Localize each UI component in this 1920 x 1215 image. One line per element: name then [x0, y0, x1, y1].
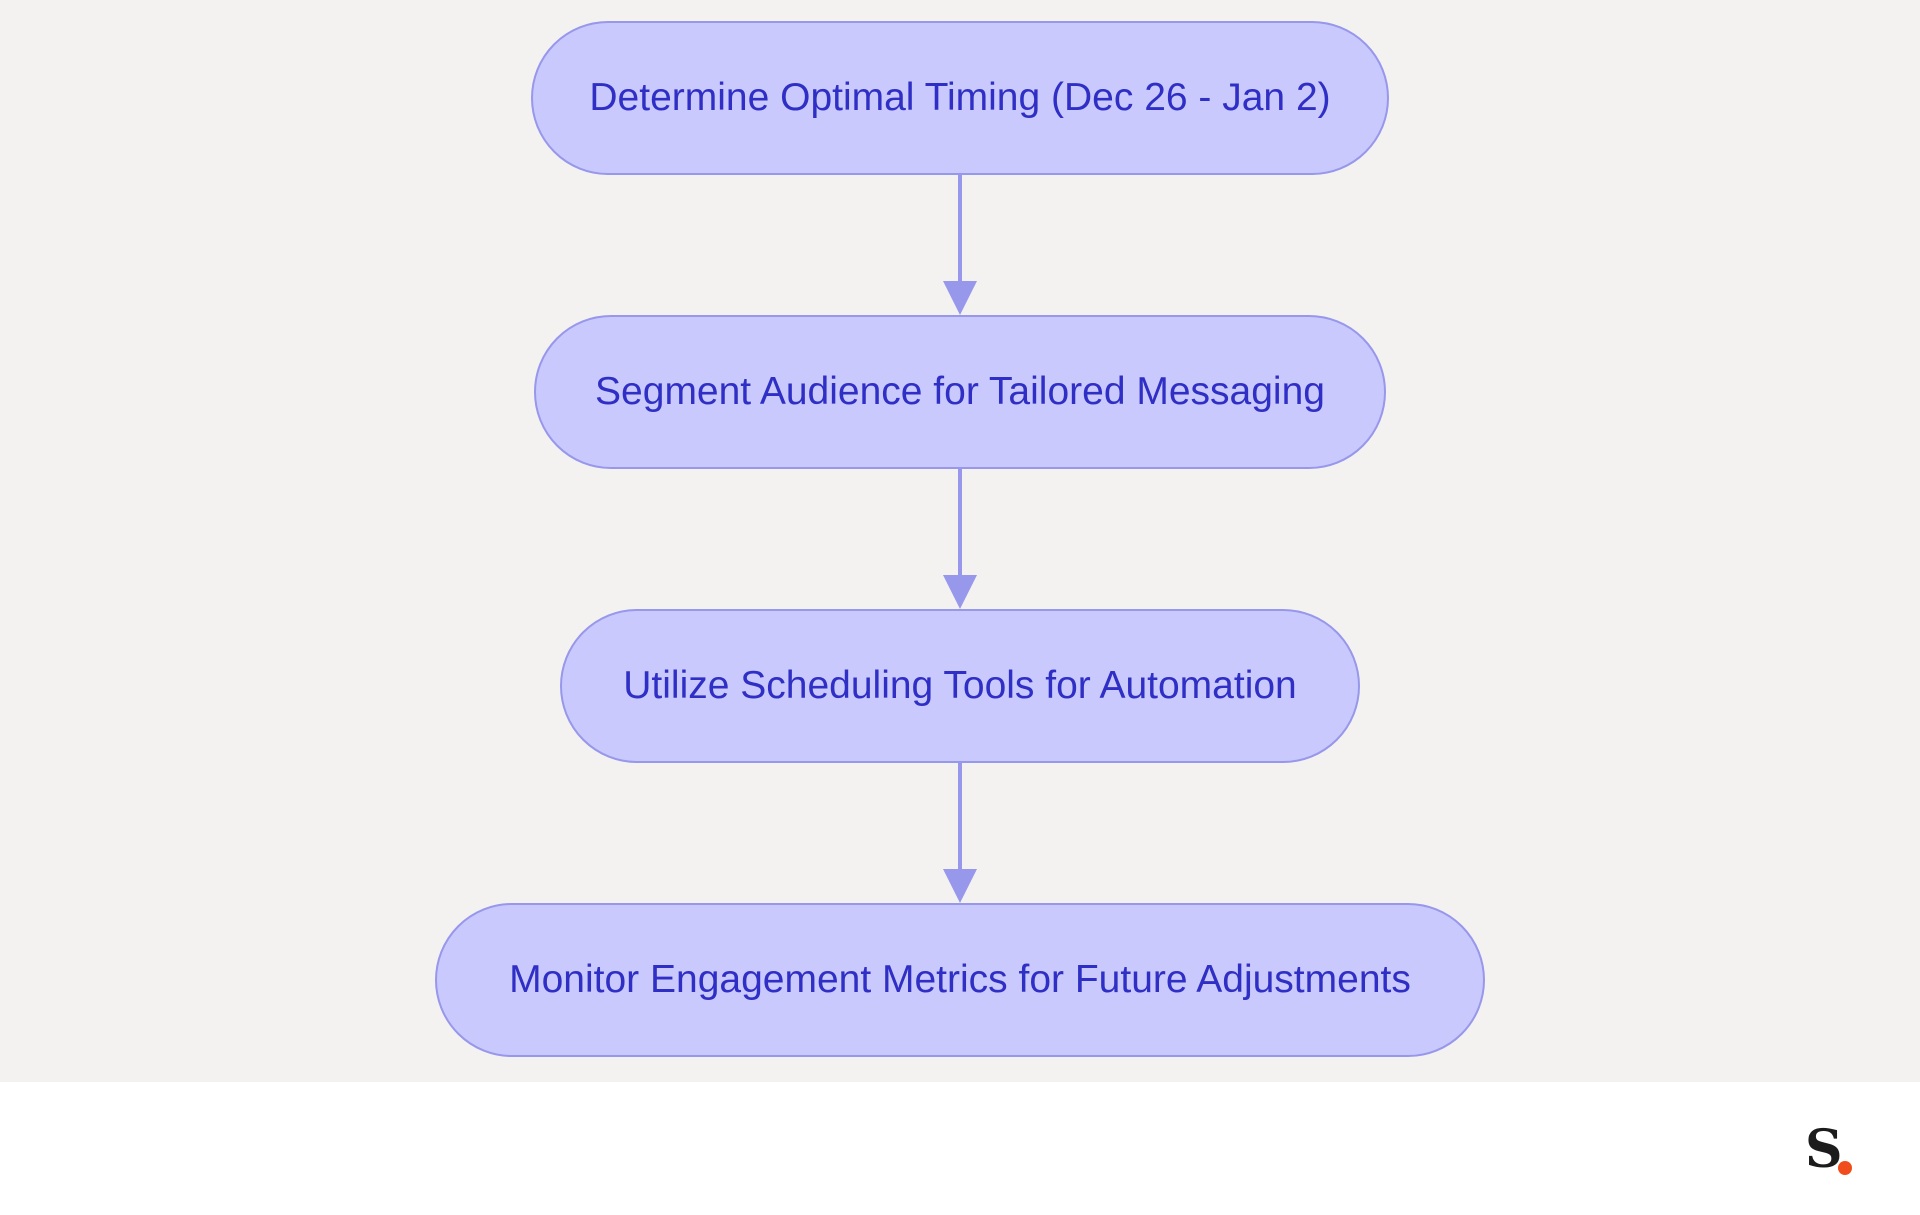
diagram-canvas: Determine Optimal Timing (Dec 26 - Jan 2…: [0, 0, 1920, 1082]
node-label: Utilize Scheduling Tools for Automation: [623, 664, 1297, 707]
node-segment-audience: Segment Audience for Tailored Messaging: [534, 315, 1386, 469]
edge-n2-n3-arrowhead: [943, 575, 977, 609]
edge-n1-n2-arrowhead: [943, 281, 977, 315]
node-label: Determine Optimal Timing (Dec 26 - Jan 2…: [589, 76, 1331, 119]
node-determine-optimal-timing: Determine Optimal Timing (Dec 26 - Jan 2…: [531, 21, 1389, 175]
node-label: Segment Audience for Tailored Messaging: [595, 370, 1325, 413]
logo-dot-icon: [1838, 1161, 1852, 1175]
node-utilize-scheduling-tools: Utilize Scheduling Tools for Automation: [560, 609, 1360, 763]
edge-n3-n4-arrowhead: [943, 869, 977, 903]
logo-letter: S: [1805, 1119, 1843, 1180]
brand-logo: S: [1805, 1124, 1865, 1180]
node-label: Monitor Engagement Metrics for Future Ad…: [509, 958, 1411, 1001]
edges-layer: [943, 175, 977, 903]
node-monitor-engagement-metrics: Monitor Engagement Metrics for Future Ad…: [435, 903, 1485, 1057]
